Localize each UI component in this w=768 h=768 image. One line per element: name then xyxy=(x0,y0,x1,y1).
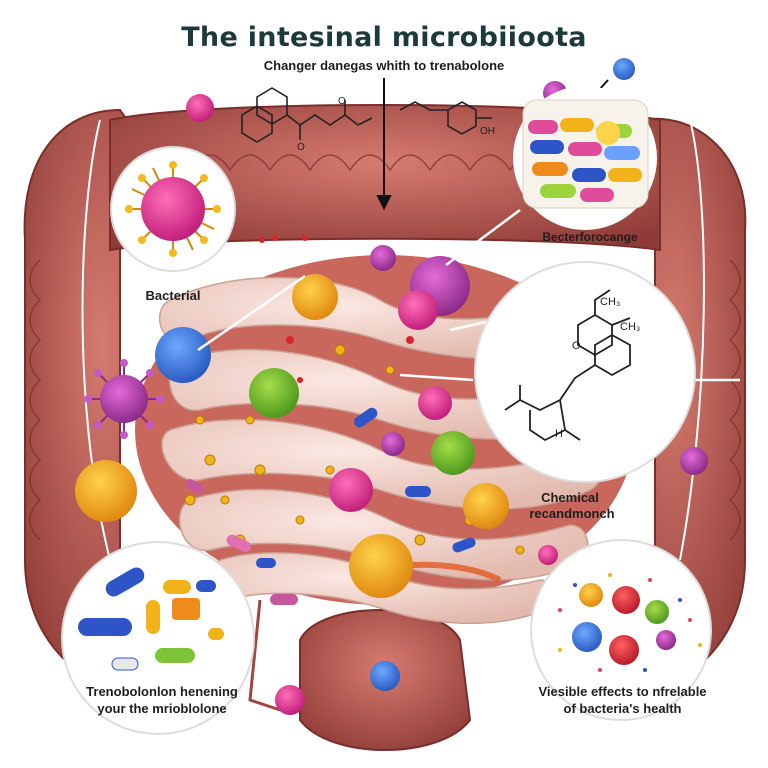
molecule-label-ch3-mid: CH₃ xyxy=(620,321,641,333)
label-trenbolone-line1: Trenobolonlon henening xyxy=(86,684,238,699)
molecule-structure-top xyxy=(241,87,492,143)
pills-in-gut xyxy=(185,407,476,605)
molecule-label-h: H xyxy=(555,428,563,440)
molecule-label-ch3-top: CH₃ xyxy=(600,296,621,308)
subtitle: Changer danegas whith to trenabolone xyxy=(263,58,505,73)
label-becterforocange: Becterforocange xyxy=(542,230,638,244)
red-particles xyxy=(259,235,414,383)
svg-text:OH: OH xyxy=(480,126,495,137)
page-title: The intesinal microbiioota xyxy=(181,22,587,53)
label-effects-line1: Viesible effects to nfrelable xyxy=(538,684,707,699)
callout-trenbolone xyxy=(61,541,255,735)
label-effects-line2: of bacteria's health xyxy=(563,701,682,716)
virus-icon xyxy=(84,359,164,439)
label-trenbolone-line2: your the mrioblolone xyxy=(97,701,227,716)
callout-bacterial xyxy=(110,146,236,272)
molecule-label-o: O xyxy=(572,340,581,352)
svg-text:O: O xyxy=(338,96,346,107)
callout-pills xyxy=(513,86,657,230)
callout-effects xyxy=(530,539,712,721)
label-bacterial: Bacterial xyxy=(145,288,201,303)
label-chemical-line2: recandmonch xyxy=(529,506,615,521)
label-chemical-line1: Chemical xyxy=(541,490,599,505)
callout-molecule xyxy=(474,261,696,483)
svg-text:O: O xyxy=(297,142,305,153)
